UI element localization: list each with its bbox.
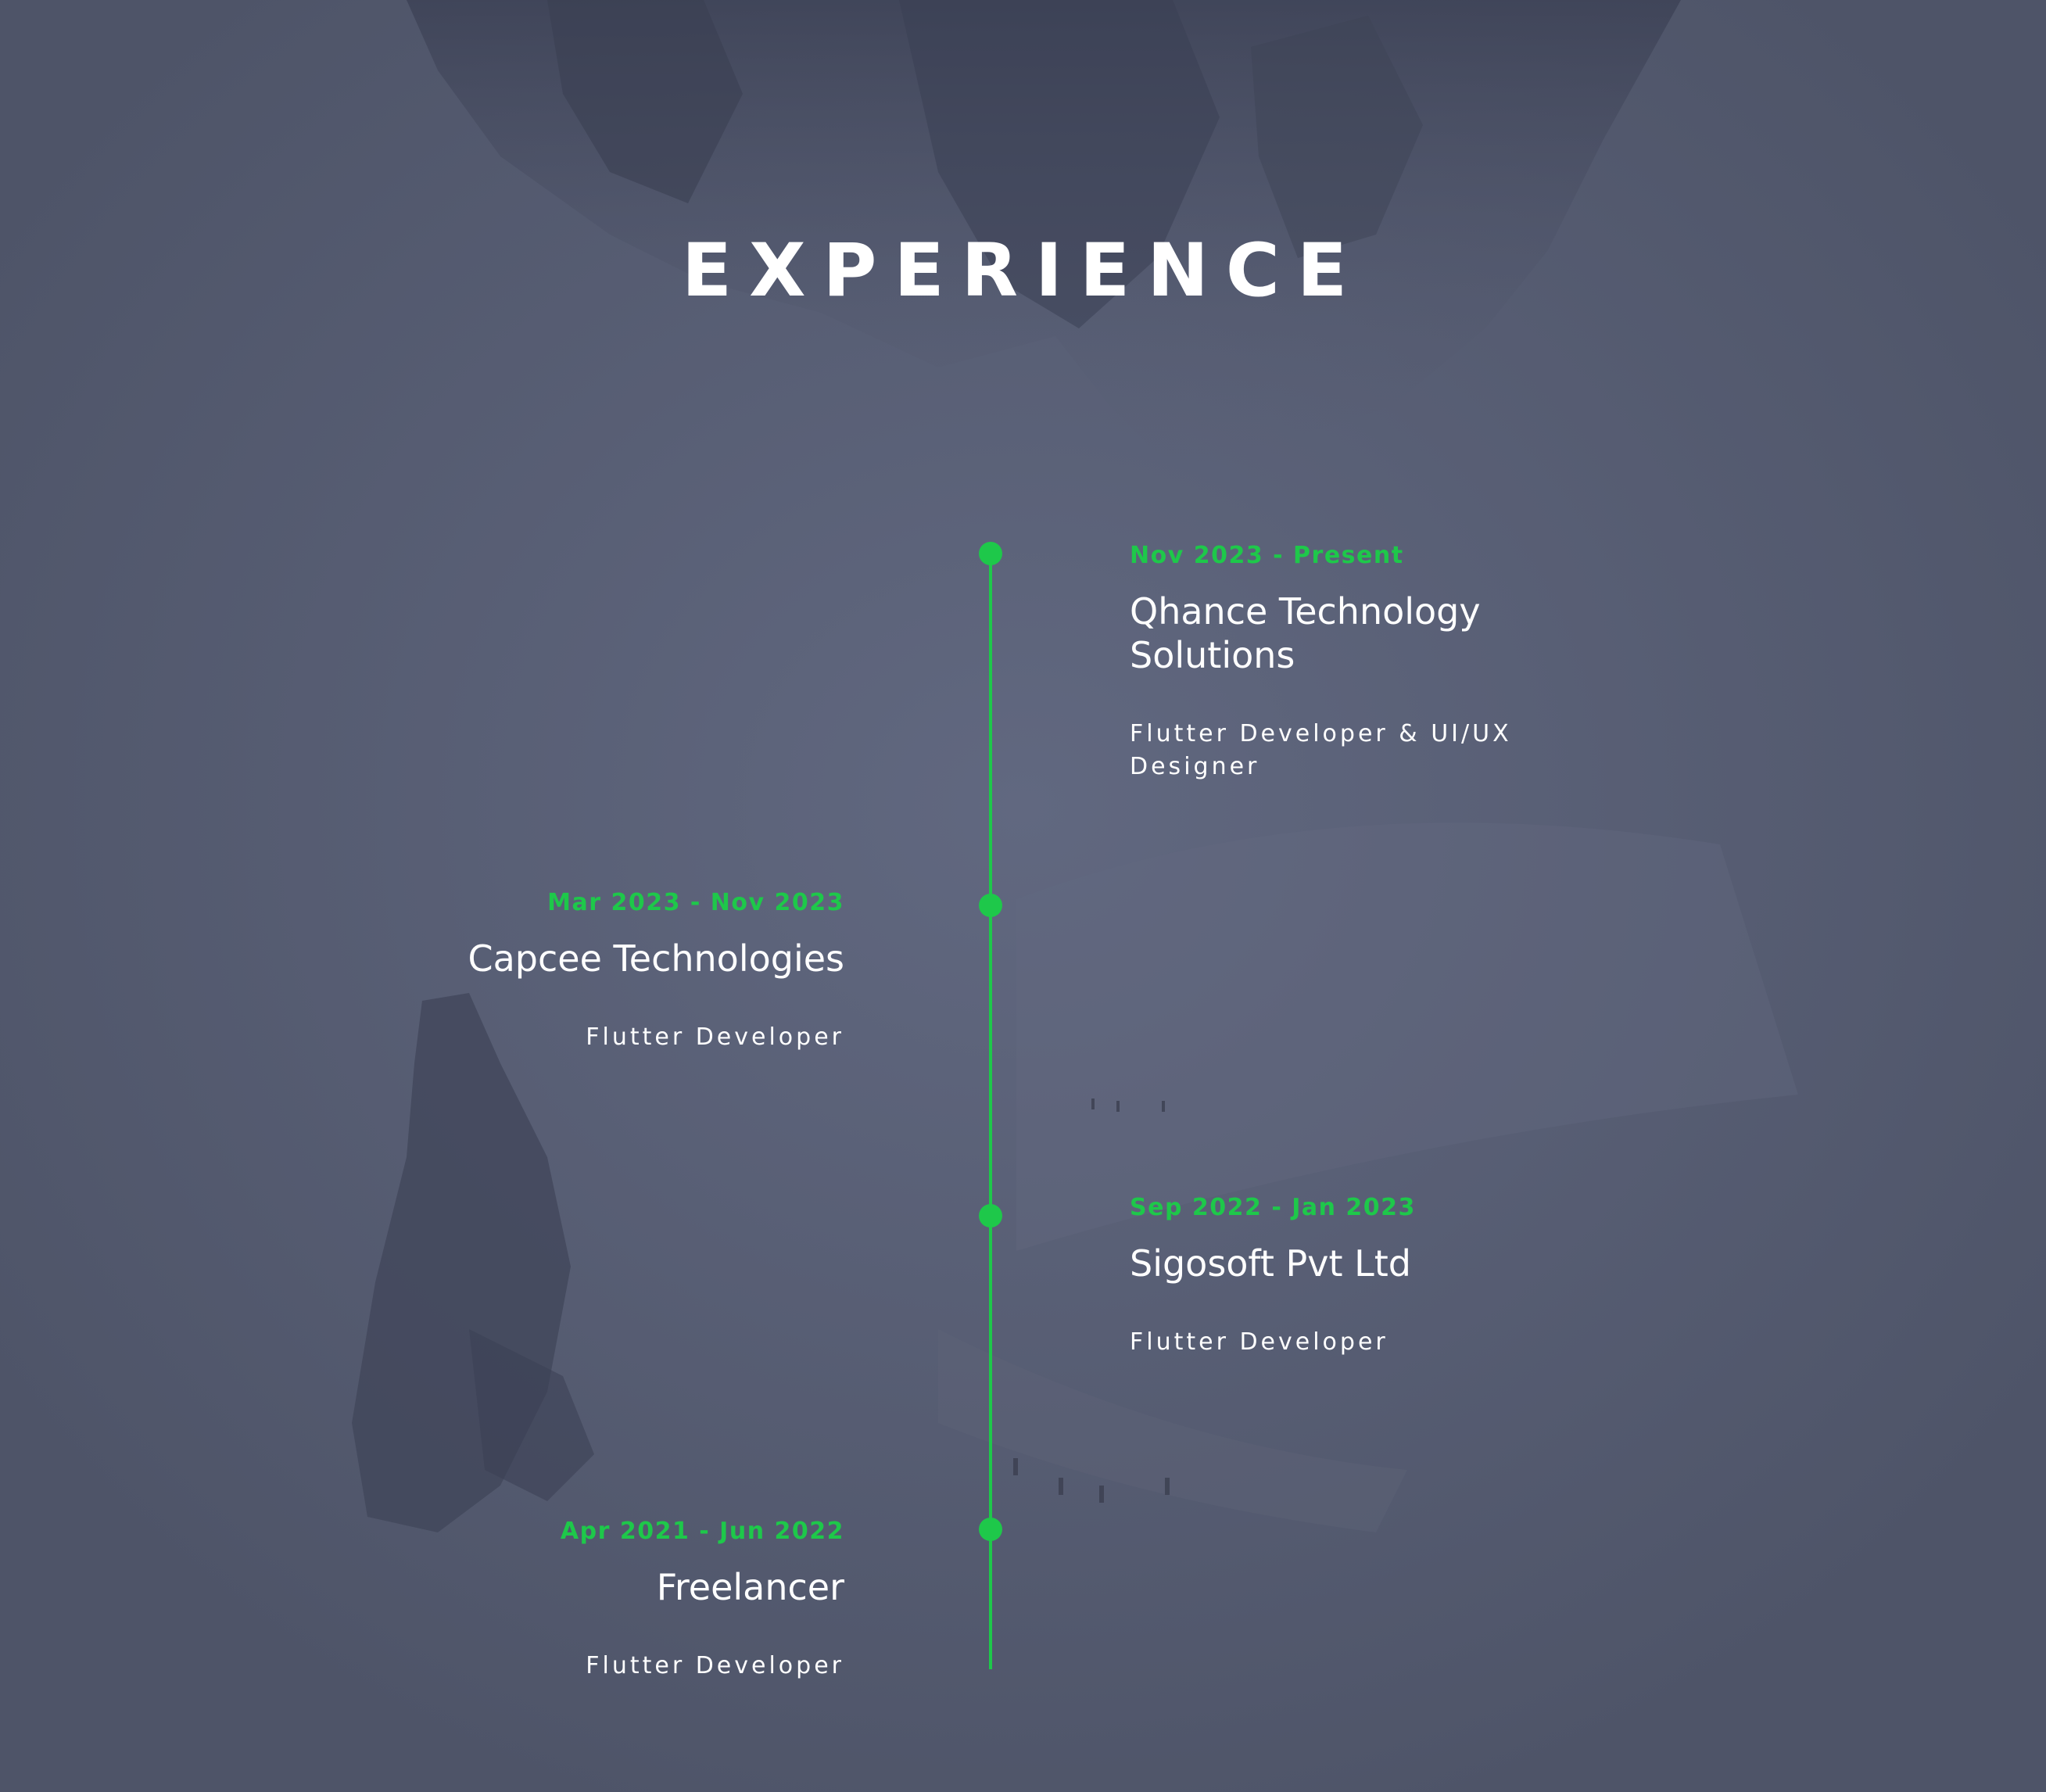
section-title: EXPERIENCE — [681, 228, 1365, 314]
timeline-dot — [979, 1204, 1002, 1228]
experience-date: Apr 2021 - Jun 2022 — [560, 1518, 844, 1545]
experience-role: Flutter Developer — [586, 1652, 844, 1679]
experience-role: Flutter Developer — [586, 1023, 844, 1051]
experience-entry-qhance: Nov 2023 - Present Qhance Technology Sol… — [1130, 544, 1536, 783]
experience-entry-sigosoft: Sep 2022 - Jan 2023 Sigosoft Pvt Ltd Flu… — [1130, 1196, 1536, 1359]
experience-company: Sigosoft Pvt Ltd — [1130, 1242, 1411, 1285]
experience-date: Mar 2023 - Nov 2023 — [547, 889, 844, 916]
experience-company: Qhance Technology Solutions — [1130, 590, 1481, 676]
experience-role: Flutter Developer — [1130, 1328, 1388, 1356]
experience-date: Nov 2023 - Present — [1130, 542, 1404, 569]
timeline-dot — [979, 542, 1002, 565]
experience-company: Capcee Technologies — [468, 937, 844, 980]
experience-company: Freelancer — [656, 1566, 844, 1608]
experience-entry-capcee: Mar 2023 - Nov 2023 Capcee Technologies … — [438, 891, 844, 1054]
experience-entry-freelancer: Apr 2021 - Jun 2022 Freelancer Flutter D… — [438, 1520, 844, 1683]
timeline-dot — [979, 1518, 1002, 1541]
experience-role: Flutter Developer & UI/UX Designer — [1130, 720, 1512, 780]
timeline-dot — [979, 894, 1002, 917]
experience-date: Sep 2022 - Jan 2023 — [1130, 1194, 1416, 1221]
timeline-line — [989, 551, 992, 1669]
